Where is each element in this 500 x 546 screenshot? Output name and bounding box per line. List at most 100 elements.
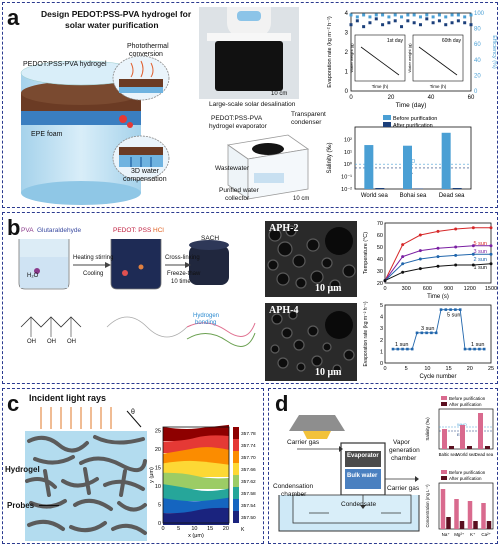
bar-after: [473, 521, 478, 529]
data-point: [444, 23, 448, 27]
category-label: Na⁺: [442, 532, 451, 537]
data-point: [456, 19, 460, 23]
wastewater-label: Wastewater: [215, 165, 250, 172]
x-axis-label: x (μm): [188, 533, 204, 539]
crosslinking-label: Cross-linking: [165, 255, 200, 261]
data-point: [362, 13, 366, 17]
water-comp-circle: [112, 135, 170, 181]
colorbar-label: 357.66: [241, 467, 256, 473]
series-point: [418, 267, 422, 271]
photothermal-label: Photothermal: [127, 43, 169, 50]
bar-before: [478, 413, 483, 449]
x-tick-label: 20: [223, 526, 229, 532]
carrier-gas-out: Carrier gas: [387, 485, 420, 492]
cycle-point: [391, 347, 395, 351]
cycle-point: [458, 308, 462, 311]
inset-x-label: Time (h): [430, 84, 447, 89]
evaporator-box-label: Evaporator: [347, 453, 379, 459]
y-tick-label: 10⁻²: [341, 187, 352, 193]
colorbar-swatch: [233, 511, 239, 523]
data-point: [437, 19, 441, 23]
panel-a-title-2: solar water purification: [65, 20, 159, 30]
y-tick-label: 1: [380, 349, 383, 355]
y-tick-label: 10²: [344, 137, 352, 143]
y-tick-label: 1: [345, 70, 349, 76]
y-tick-label: 10: [155, 484, 161, 490]
freeze-label: Freeze-thaw: [167, 271, 201, 277]
cycle-annotation: 5 sun: [447, 313, 460, 319]
hydrogel-label: PEDOT:PSS-PVA hydrogel: [23, 61, 107, 68]
cycle-point: [430, 331, 433, 335]
legend-swatch-after: [441, 476, 447, 480]
x-tick-label: 20: [388, 95, 395, 101]
y-tick-label: 3: [380, 326, 383, 332]
data-point: [406, 13, 410, 17]
plot-frame: [350, 12, 472, 92]
plot-frame: [438, 408, 494, 450]
data-point: [349, 23, 353, 27]
colorbar-unit: K: [241, 527, 245, 533]
legend-before: Before purification: [449, 470, 486, 475]
y-tick-label: 5: [158, 503, 161, 509]
panel-a: a Design PEDOT:PSS-PVA hydrogel for sola…: [2, 2, 498, 208]
y-tick-label: 60: [377, 233, 383, 239]
oh-label-3: OH: [67, 339, 76, 345]
y-axis-label: Salinity (‰): [327, 142, 333, 173]
legend-swatch-before: [441, 470, 447, 474]
inset-y-label: Water weight (g): [349, 43, 354, 73]
plot-frame: [438, 482, 494, 530]
data-point: [406, 19, 410, 23]
condenser-label-1: Transparent: [291, 111, 326, 118]
who-label: WHO: [457, 422, 467, 427]
x-tick-label: 300: [402, 286, 411, 292]
panel-b: b PVA Glutaraldehyde PEDOT: PSS HCl SACH…: [2, 212, 498, 384]
colorbar-swatch: [233, 439, 239, 451]
panel-d-label: d: [275, 391, 289, 416]
legend-before: Before purification: [393, 116, 437, 122]
data-point: [425, 13, 429, 17]
condenser-label-2: condenser: [291, 119, 322, 126]
cycle-point: [425, 331, 428, 335]
data-point: [374, 13, 378, 17]
scale-um-2: 10 μm: [315, 367, 342, 378]
cycle-point: [406, 347, 409, 351]
series-point: [401, 270, 405, 274]
data-point: [456, 13, 460, 17]
legend-entry: 5 sun: [474, 241, 487, 247]
y-tick-label: 0: [380, 361, 383, 367]
scale-um-1: 10 μm: [315, 283, 342, 294]
series-point: [401, 255, 405, 259]
inset-title: 60th day: [442, 38, 462, 44]
condensation-label-1: Condensation: [273, 483, 314, 490]
bar-before: [467, 501, 473, 529]
data-point: [400, 15, 404, 19]
bar-before: [460, 425, 465, 449]
colorbar-label: 357.58: [241, 491, 256, 497]
bar-before: [364, 145, 374, 189]
bar-before: [440, 489, 446, 529]
data-point: [368, 15, 372, 19]
data-point: [355, 19, 359, 23]
legend-swatch-after: [441, 402, 447, 406]
evaporator-label-1: PEDOT:PSS-PVA: [211, 115, 263, 122]
x-tick-label: 0: [383, 366, 386, 372]
legend-after: After purification: [393, 123, 433, 129]
series-point: [436, 229, 440, 233]
cycle-point: [449, 308, 452, 311]
y-tick-label: 10⁰: [344, 161, 353, 168]
legend-after: After purification: [449, 402, 482, 407]
inset-title: 1st day: [387, 38, 404, 44]
water-comp-label-2: compensation: [123, 176, 167, 183]
data-point: [463, 15, 467, 19]
x-tick-label: 0: [349, 95, 353, 101]
y-tick-label: 4: [380, 315, 383, 321]
y-tick-label: 4: [345, 11, 349, 17]
category-label: World sea: [456, 452, 476, 457]
colorbar-label: 357.78: [241, 431, 256, 437]
cycle-annotation: 3 sun: [421, 326, 434, 332]
series-point: [418, 249, 422, 253]
synthesis-scheme: [18, 239, 256, 347]
